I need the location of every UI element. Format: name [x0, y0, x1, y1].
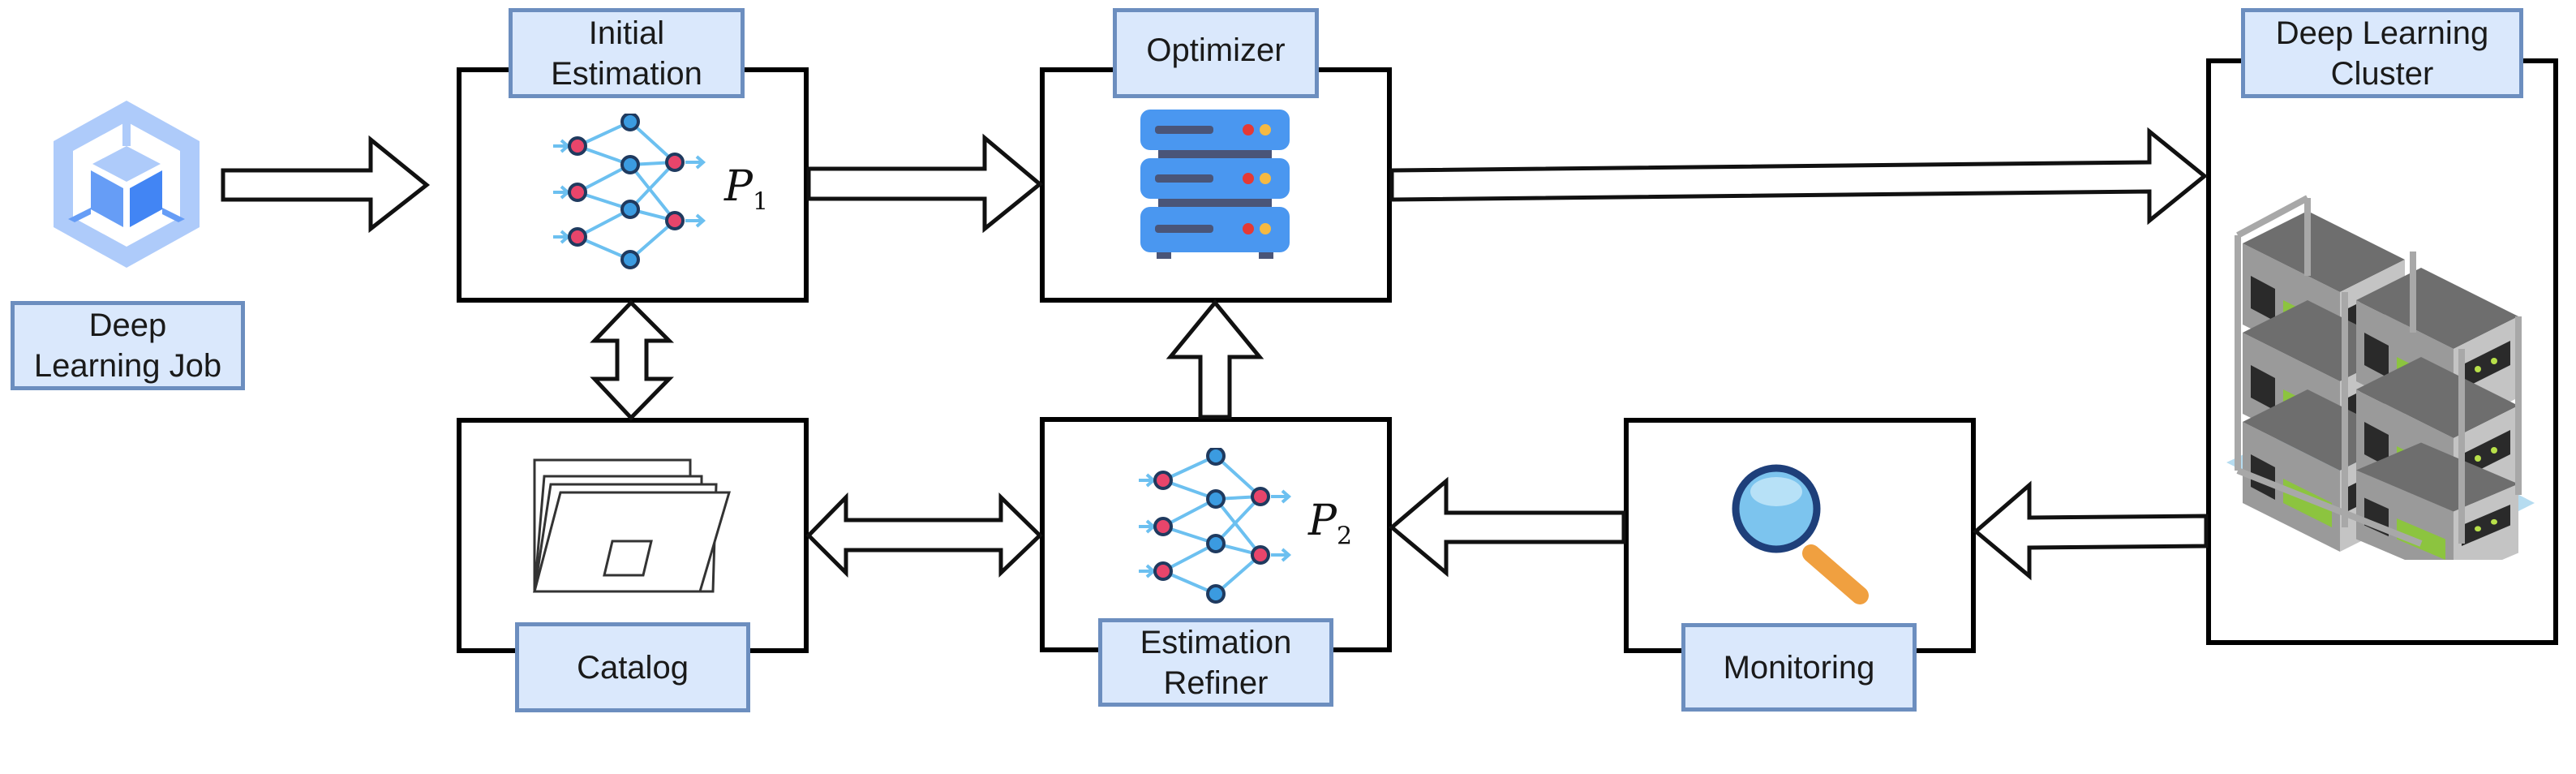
folder-stack-icon	[533, 458, 732, 593]
label-line: Initial	[588, 15, 665, 51]
optimizer-label: Optimizer	[1113, 8, 1319, 98]
parameter-p2: P2	[1308, 497, 1352, 550]
label-line: Deep	[88, 307, 167, 343]
label-line: Refiner	[1163, 664, 1269, 701]
label-text: Optimizer	[1146, 32, 1286, 68]
label-line: Deep Learning	[2275, 15, 2489, 51]
label-line: Cluster	[2330, 55, 2434, 92]
param-subscript: 2	[1337, 522, 1353, 551]
magnifier-icon	[1732, 464, 1869, 604]
arrow-job-to-initial	[221, 135, 431, 234]
cube-hexagon-icon	[54, 101, 200, 268]
label-line: Estimation	[551, 55, 702, 92]
param-subscript: 1	[753, 187, 769, 217]
neural-network-icon	[553, 114, 706, 269]
arrow-monitoring-to-refiner	[1389, 476, 1626, 578]
catalog-label: Catalog	[515, 622, 750, 712]
parameter-p1: P1	[724, 162, 768, 216]
neural-network-icon	[1139, 448, 1292, 604]
arrow-initial-catalog-bidirectional	[590, 299, 675, 421]
arrow-optimizer-to-cluster	[1389, 127, 2208, 226]
gpu-rack-cluster-icon	[2226, 195, 2535, 560]
param-symbol: P	[1308, 497, 1337, 545]
arrow-refiner-to-optimizer	[1166, 299, 1264, 419]
label-line: Estimation	[1140, 624, 1292, 660]
arrow-initial-to-optimizer	[806, 133, 1043, 234]
monitoring-label: Monitoring	[1681, 623, 1917, 712]
label-text: Catalog	[577, 649, 689, 686]
label-line: Learning Job	[33, 348, 222, 384]
label-text: Monitoring	[1723, 649, 1875, 686]
arrow-catalog-refiner-bidirectional	[805, 492, 1043, 578]
arrow-cluster-to-monitoring	[1973, 480, 2209, 581]
server-stack-icon	[1140, 110, 1290, 259]
param-symbol: P	[724, 162, 753, 211]
